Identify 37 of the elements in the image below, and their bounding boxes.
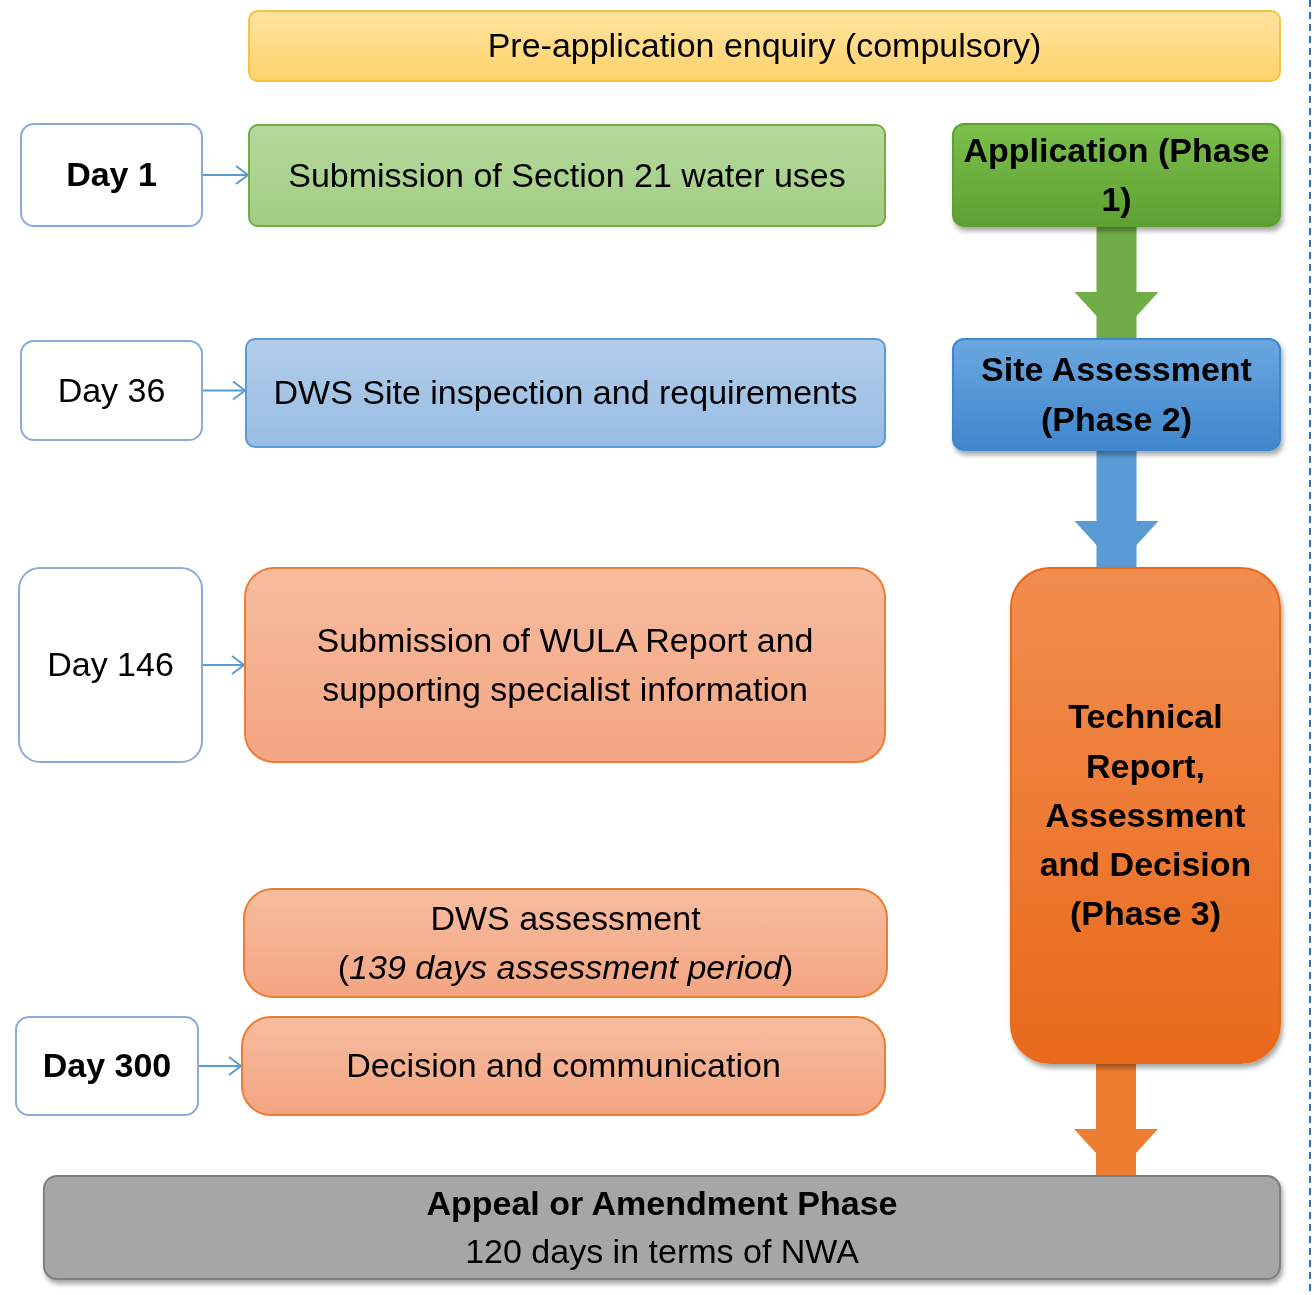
box-text: Day 146 xyxy=(47,644,174,686)
process-box xyxy=(248,10,1281,82)
box-text: Submission of Section 21 water uses xyxy=(288,154,846,196)
block-arrow xyxy=(1074,1064,1158,1175)
box-text: Day 1 xyxy=(66,154,157,196)
box-text: Day 300 xyxy=(42,1045,172,1087)
box-text: Decision and communication xyxy=(346,1045,781,1087)
arrow xyxy=(202,165,249,185)
process-box xyxy=(244,567,886,763)
box-text: Appeal or Amendment Phase xyxy=(426,1182,898,1224)
box-text: Application (Phase 1) xyxy=(962,129,1271,220)
process-box xyxy=(245,338,886,448)
arrow xyxy=(198,1056,242,1076)
day-box xyxy=(15,1016,199,1116)
box-text: Technical Report, Assessment and Decision (Phase 3) xyxy=(1038,696,1253,935)
day-box xyxy=(20,340,203,441)
phase-box xyxy=(43,1175,1281,1280)
process-box xyxy=(243,888,888,998)
block-arrow xyxy=(1074,451,1159,567)
box-text: DWS assessment xyxy=(430,897,701,939)
box-subtext: 120 days in terms of NWA xyxy=(465,1230,859,1272)
box-subtext: (139 days assessment period) xyxy=(337,947,794,988)
process-box xyxy=(241,1016,886,1116)
arrow xyxy=(202,655,245,675)
box-text: Day 36 xyxy=(57,369,166,411)
day-box xyxy=(18,567,203,763)
phase-box xyxy=(952,338,1281,451)
phase-box xyxy=(952,123,1281,227)
box-text: DWS Site inspection and requirements xyxy=(273,372,858,414)
arrow xyxy=(202,380,246,401)
process-box xyxy=(248,124,886,227)
day-box xyxy=(20,123,203,227)
block-arrow xyxy=(1074,227,1159,338)
phase-box xyxy=(1010,567,1281,1064)
box-text: Pre-application enquiry (compulsory) xyxy=(487,25,1042,67)
box-text: Site Assessment (Phase 2) xyxy=(980,349,1253,440)
box-text: Submission of WULA Report and supporting specialist information xyxy=(315,619,815,710)
